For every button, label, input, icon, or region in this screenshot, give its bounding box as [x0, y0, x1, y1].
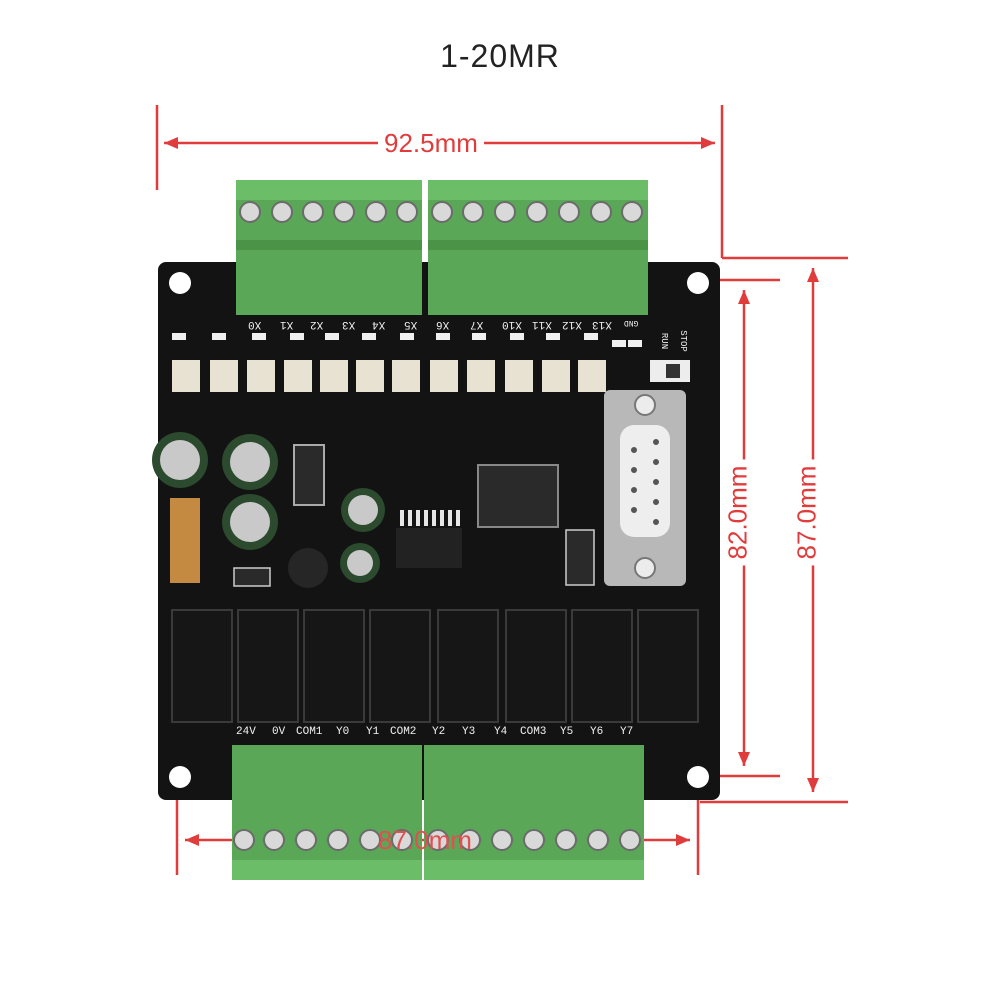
dimension-height-inner: 82.0mm — [722, 459, 754, 566]
driver-chip — [396, 528, 462, 568]
input-label-x1: X1 — [280, 318, 294, 330]
switch-label-stop: STOP — [677, 330, 688, 352]
output-label-com2: COM2 — [390, 726, 417, 738]
mounting-hole — [687, 766, 709, 788]
db9-serial-connector — [604, 390, 686, 586]
input-label-x0: X0 — [248, 318, 262, 330]
switch-label-run: RUN — [659, 332, 670, 350]
bottom-terminal-block — [232, 745, 644, 880]
input-label-x12: X12 — [562, 318, 582, 330]
output-label-y4: Y4 — [494, 726, 508, 738]
input-label-x5: X5 — [404, 318, 418, 330]
output-label-y5: Y5 — [560, 726, 574, 738]
output-label-com1: COM1 — [296, 726, 323, 738]
input-label-x6: X6 — [436, 318, 450, 330]
output-label-y0: Y0 — [336, 726, 350, 738]
microcontroller-chip — [477, 464, 559, 528]
output-label-y6: Y6 — [590, 726, 604, 738]
output-label-24v: 24V — [236, 726, 256, 738]
output-label-y3: Y3 — [462, 726, 476, 738]
mounting-hole — [687, 272, 709, 294]
inductor — [170, 498, 200, 583]
top-terminal-screws — [239, 201, 643, 223]
electrolytic-capacitors — [152, 432, 385, 588]
input-label-x4: X4 — [372, 318, 386, 330]
output-label-y2: Y2 — [432, 726, 446, 738]
dimension-width-bottom: 87.0mm — [378, 825, 472, 855]
input-label-x13: X13 — [592, 318, 612, 330]
dimension-width-top: 92.5mm — [378, 128, 484, 159]
output-label-y7: Y7 — [620, 726, 634, 738]
input-label-x2: X2 — [310, 318, 324, 330]
input-label-gnd: GND — [624, 318, 639, 327]
input-label-x3: X3 — [342, 318, 356, 330]
chip-pins — [400, 510, 460, 526]
output-label-y1: Y1 — [366, 726, 380, 738]
input-label-x7: X7 — [470, 318, 484, 330]
dimension-arrowheads — [164, 137, 819, 846]
relay-row — [171, 609, 699, 723]
output-label-com3: COM3 — [520, 726, 547, 738]
input-label-x11: X11 — [532, 318, 552, 330]
mounting-hole — [169, 766, 191, 788]
top-terminal-block — [236, 180, 648, 315]
product-title: 1-20MR — [440, 38, 560, 74]
voltage-regulator — [293, 444, 325, 506]
dimension-height-outer: 87.0mm — [791, 459, 823, 566]
output-label-0v: 0V — [272, 726, 286, 738]
optocoupler-row — [172, 360, 606, 392]
mounting-hole — [169, 272, 191, 294]
input-label-x10: X10 — [502, 318, 522, 330]
smd-components — [172, 333, 642, 347]
bottom-terminal-screws — [233, 829, 641, 851]
